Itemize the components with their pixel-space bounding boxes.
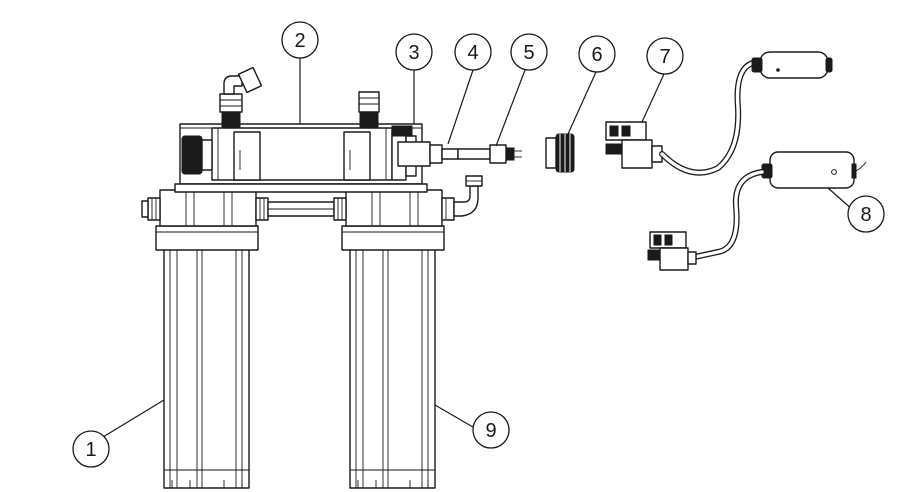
callout-7-label: 7	[659, 46, 670, 68]
uv-lamp	[457, 144, 522, 164]
right-filter-housing	[333, 175, 483, 489]
left-filter-housing	[141, 189, 269, 489]
connecting-pipe	[267, 201, 335, 217]
callout-3-label: 3	[408, 42, 419, 64]
callout-4: 4	[454, 33, 492, 71]
callout-8-label: 8	[860, 204, 871, 226]
callout-9: 9	[472, 411, 510, 449]
quartz-sleeve	[397, 141, 459, 167]
callout-7: 7	[646, 37, 684, 75]
retaining-nut	[545, 133, 575, 173]
callout-8: 8	[847, 195, 885, 233]
right-top-fitting	[358, 91, 380, 129]
power-supply	[687, 151, 867, 261]
ballast-upper	[751, 51, 833, 79]
callout-4-label: 4	[467, 42, 478, 64]
psu-connector	[647, 231, 697, 271]
callout-9-label: 9	[485, 420, 496, 442]
callout-1: 1	[72, 430, 110, 468]
callout-5-label: 5	[523, 42, 534, 64]
uv-chamber	[181, 125, 417, 181]
callout-2: 2	[281, 21, 319, 59]
callout-5: 5	[510, 33, 548, 71]
callout-2-label: 2	[294, 30, 305, 52]
leader-lines	[102, 58, 854, 438]
lamp-connector	[605, 58, 765, 176]
callout-3: 3	[395, 33, 433, 71]
callout-6-label: 6	[591, 44, 602, 66]
callout-1-label: 1	[85, 439, 96, 461]
left-top-fitting	[219, 66, 263, 129]
callout-6: 6	[578, 35, 616, 73]
